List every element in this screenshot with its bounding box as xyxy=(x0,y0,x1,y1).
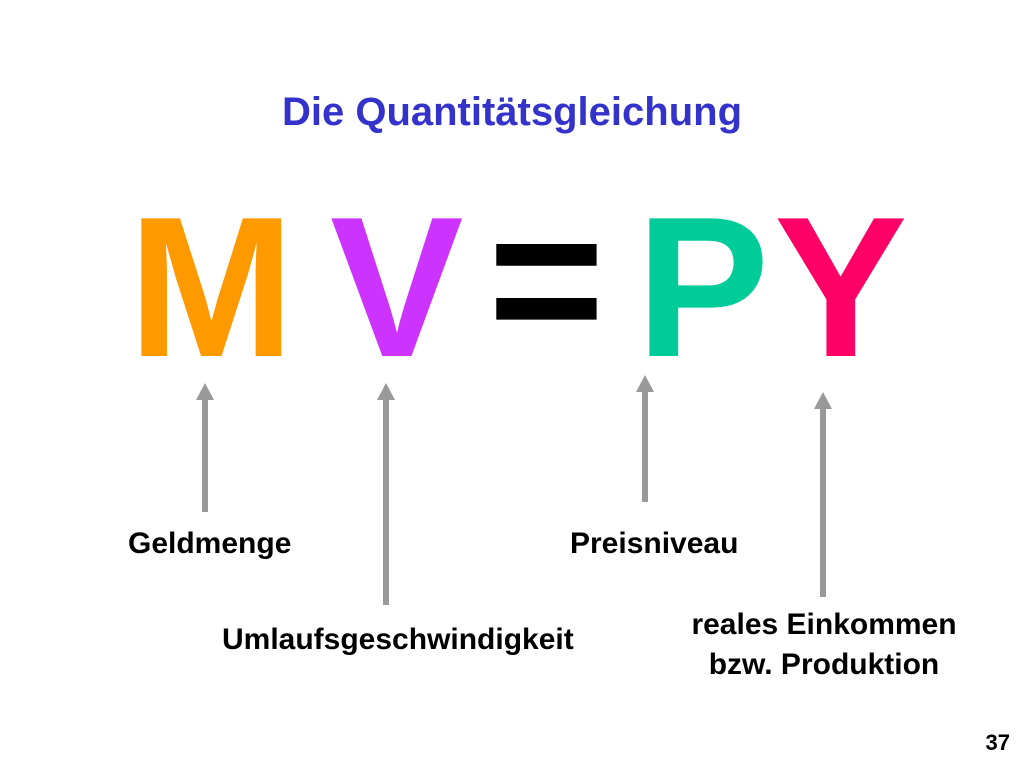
label-reales-einkommen: reales Einkommen bzw. Produktion xyxy=(664,605,984,685)
arrow-m-icon xyxy=(196,383,214,512)
label-geldmenge: Geldmenge xyxy=(128,527,292,560)
equation-letter-y: Y xyxy=(774,176,908,399)
arrow-p-icon xyxy=(636,375,654,502)
equation-letter-v: V xyxy=(330,176,464,399)
label-reales-einkommen-line1: reales Einkommen xyxy=(691,608,957,641)
page-number: 37 xyxy=(985,730,1010,755)
slide-title: Die Quantitätsgleichung xyxy=(281,90,743,134)
equation-letter-m: M xyxy=(128,176,295,399)
label-reales-einkommen-line2: bzw. Produktion xyxy=(708,648,940,681)
label-preisniveau: Preisniveau xyxy=(570,527,739,560)
label-umlaufsgeschwindigkeit: Umlaufsgeschwindigkeit xyxy=(222,623,574,656)
arrow-v-icon xyxy=(377,383,395,605)
equation-letter-p: P xyxy=(636,176,770,399)
equation-equals-sign: = xyxy=(488,168,605,391)
arrow-y-icon xyxy=(814,392,832,597)
